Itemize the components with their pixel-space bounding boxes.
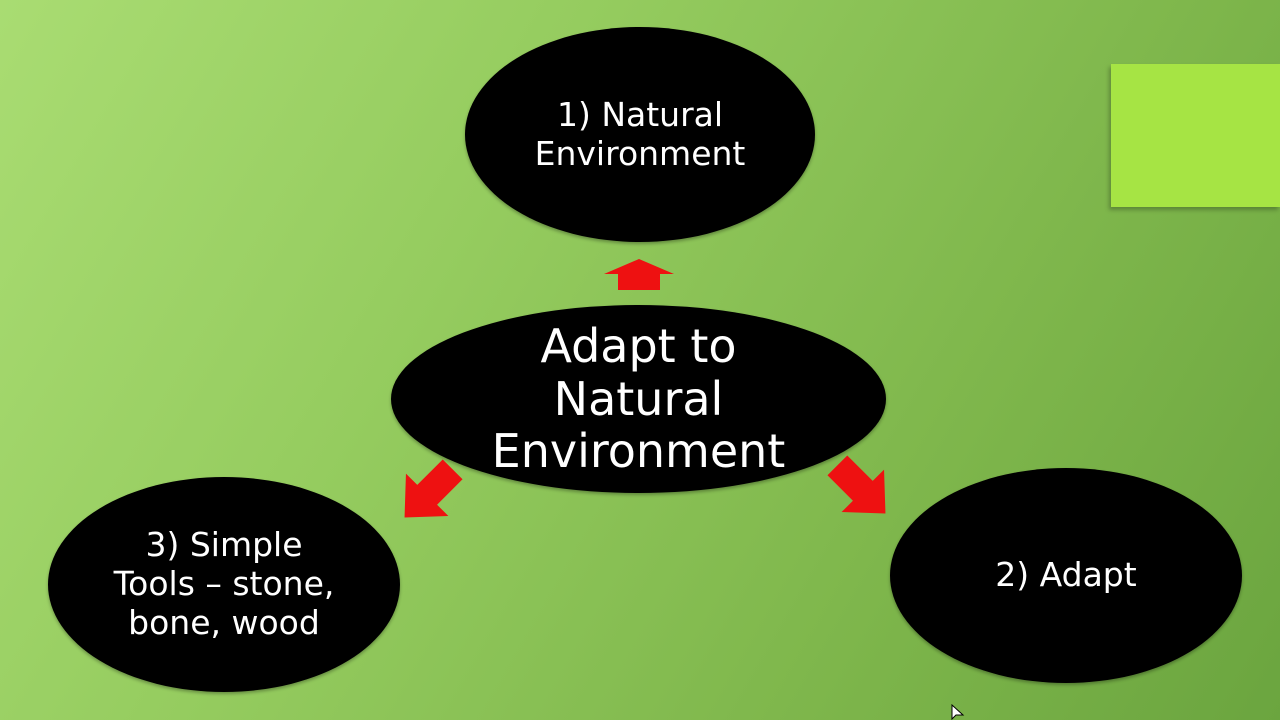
node-natural-environment: 1) Natural Environment	[465, 27, 815, 242]
node-simple-tools: 3) Simple Tools – stone, bone, wood	[48, 477, 400, 692]
center-node-label: Adapt to Natural Environment	[491, 318, 786, 479]
mouse-pointer-icon	[951, 704, 965, 720]
node-label: 2) Adapt	[995, 555, 1137, 595]
arrow-up-icon	[604, 259, 674, 290]
node-label: 3) Simple Tools – stone, bone, wood	[113, 525, 335, 642]
arrow-down-left-icon	[404, 459, 463, 518]
accent-rectangle	[1111, 64, 1280, 207]
arrow-down-right-icon	[827, 455, 886, 514]
node-label: 1) Natural Environment	[534, 94, 746, 173]
center-node-adapt-to-natural-environment: Adapt to Natural Environment	[391, 305, 886, 493]
node-adapt: 2) Adapt	[890, 468, 1242, 683]
